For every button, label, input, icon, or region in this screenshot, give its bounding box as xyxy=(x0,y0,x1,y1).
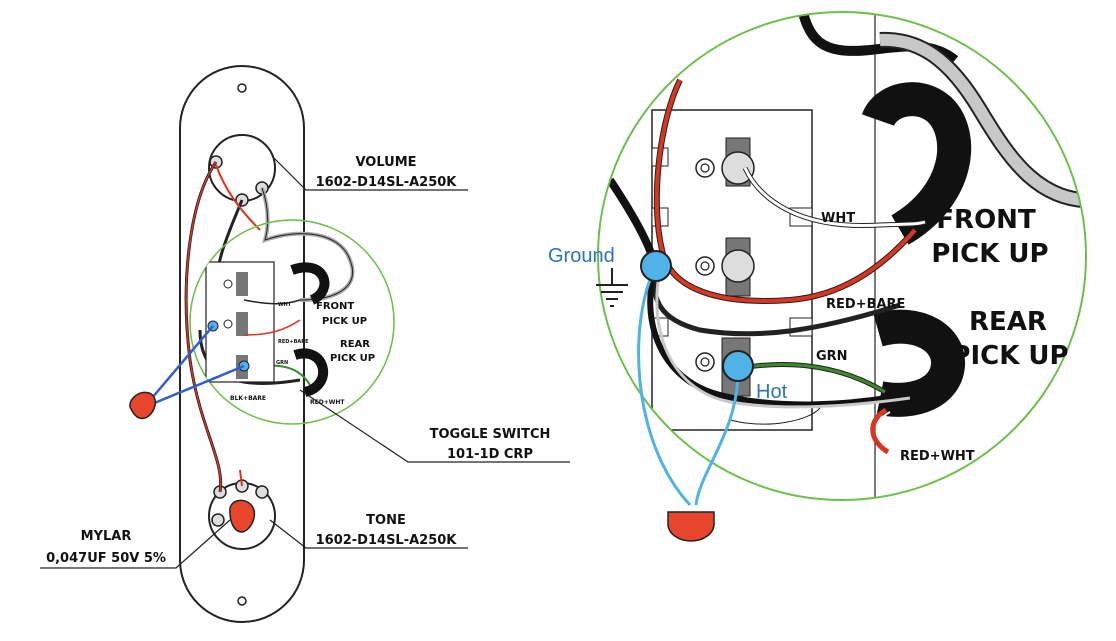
toggle-switch-title: TOGGLE SWITCH xyxy=(430,427,551,442)
small-red-wht-label: RED+WHT xyxy=(310,399,345,406)
small-front-pickup-line1: FRONT xyxy=(316,301,354,312)
mounting-hole-bottom xyxy=(237,596,247,606)
ground-point xyxy=(640,250,672,282)
wht-label: WHT xyxy=(821,211,855,226)
small-grn-label: GRN xyxy=(276,360,288,366)
rear-pickup-line1: REAR xyxy=(969,307,1047,337)
mylar-capacitor xyxy=(229,499,256,533)
small-blk-bare-label: BLK+BARE xyxy=(230,395,266,402)
mylar-title: MYLAR xyxy=(81,529,132,544)
small-wht-label: WHT xyxy=(278,302,292,308)
hot-lead xyxy=(694,365,740,506)
capacitor xyxy=(667,511,715,542)
small-rear-pickup-line1: REAR xyxy=(340,339,370,350)
ground-label: Ground xyxy=(548,245,615,267)
front-pickup-line2: PICK UP xyxy=(931,239,1048,269)
volume-part: 1602-D14SL-A250K xyxy=(316,175,458,190)
small-rear-pickup-line2: PICK UP xyxy=(330,353,375,364)
hot-label: Hot xyxy=(756,381,788,403)
mounting-hole-top xyxy=(237,83,247,93)
red-bare-label: RED+BARE xyxy=(826,297,905,312)
left-capacitor xyxy=(129,391,157,420)
small-front-pickup-line2: PICK UP xyxy=(322,316,367,327)
tone-title: TONE xyxy=(366,513,406,528)
rear-pickup-line2: PICK UP xyxy=(951,341,1068,371)
zoom-detail: Ground Hot WHT RED+BARE GRN RED+WHT FRON… xyxy=(548,11,1087,542)
ground-lead xyxy=(637,265,692,507)
ground-icon xyxy=(596,268,628,307)
small-red-bare-label: RED+BARE xyxy=(278,339,309,345)
toggle-switch-part: 101-1D CRP xyxy=(447,447,533,462)
tone-part: 1602-D14SL-A250K xyxy=(316,533,458,548)
grn-label: GRN xyxy=(816,349,848,364)
front-pickup-line1: FRONT xyxy=(936,205,1036,235)
red-wht-label: RED+WHT xyxy=(900,449,975,464)
volume-title: VOLUME xyxy=(355,155,416,170)
hot-point xyxy=(722,350,754,382)
mylar-spec: 0,047UF 50V 5% xyxy=(46,551,166,566)
left-labels: VOLUME 1602-D14SL-A250K TOGGLE SWITCH 10… xyxy=(40,155,570,569)
left-capacitor-leads xyxy=(129,325,245,420)
